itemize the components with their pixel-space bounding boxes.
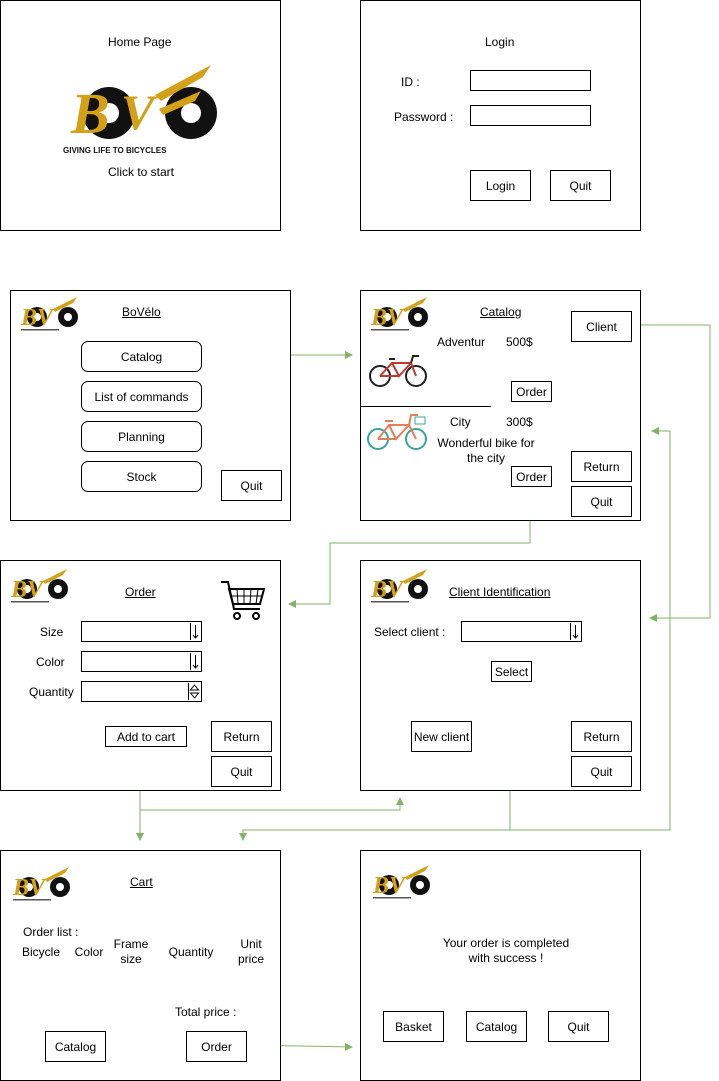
client-return-button[interactable]: Return bbox=[571, 721, 632, 752]
order-return-button[interactable]: Return bbox=[211, 721, 272, 752]
column-unit-price: Unit price bbox=[237, 937, 264, 966]
order-title: Order bbox=[125, 585, 156, 599]
stepper-arrows-icon bbox=[188, 683, 200, 700]
menu-catalog-button[interactable]: Catalog bbox=[81, 341, 202, 372]
cart-title: Cart bbox=[130, 875, 153, 889]
connector-order-to-orderpage bbox=[288, 487, 531, 608]
product-name-adventur: Adventur bbox=[437, 335, 486, 349]
bvelo-logo-small: BV bbox=[9, 567, 69, 605]
svg-text:V: V bbox=[121, 84, 158, 140]
column-quantity: Quantity bbox=[168, 945, 214, 959]
column-frame-size: Frame size bbox=[113, 937, 149, 966]
svg-text:BV: BV bbox=[372, 873, 407, 899]
bvelo-logo-small: BV bbox=[369, 567, 429, 605]
client-quit-button[interactable]: Quit bbox=[571, 756, 632, 787]
bvelo-logo-large: B V GIVING LIFE TO BICYCLES bbox=[63, 61, 223, 156]
login-button[interactable]: Login bbox=[470, 170, 531, 201]
product-description-city-2: the city bbox=[466, 451, 505, 465]
client-identification-panel: BV Client Identification Select client :… bbox=[360, 560, 641, 791]
color-select[interactable] bbox=[81, 651, 202, 672]
svg-text:BV: BV bbox=[10, 577, 45, 603]
menu-title: BoVélo bbox=[122, 305, 161, 319]
svg-text:BV: BV bbox=[370, 305, 405, 331]
login-title: Login bbox=[485, 35, 515, 49]
total-price-label: Total price : bbox=[175, 1005, 237, 1019]
catalog-return-button[interactable]: Return bbox=[571, 451, 632, 482]
column-color: Color bbox=[74, 945, 104, 959]
catalog-panel: BV Catalog Client Adventur 500$ Order Ci… bbox=[360, 290, 641, 521]
new-client-button[interactable]: New client bbox=[411, 721, 472, 752]
success-message-1: Your order is completed bbox=[442, 936, 570, 950]
red-mountain-bike-icon bbox=[367, 351, 429, 389]
column-bicycle: Bicycle bbox=[21, 945, 60, 959]
quantity-stepper[interactable] bbox=[81, 681, 202, 702]
order-panel: BV Order Size Color Quantity Add to cart… bbox=[0, 560, 281, 791]
product-price-city: 300$ bbox=[506, 415, 533, 429]
order-success-panel: BV Your order is completed with success … bbox=[360, 850, 641, 1081]
connector-client-to-identification bbox=[630, 324, 711, 622]
bvelo-logo-small: BV bbox=[11, 865, 71, 903]
menu-planning-button[interactable]: Planning bbox=[81, 421, 202, 452]
id-label: ID : bbox=[401, 75, 420, 89]
home-page-panel: Home Page B V GIVING LIFE TO BICYCLES Cl… bbox=[0, 0, 281, 231]
svg-text:BV: BV bbox=[20, 305, 55, 331]
client-title: Client Identification bbox=[449, 585, 551, 599]
product-price-adventur: 500$ bbox=[506, 335, 533, 349]
menu-panel: BV BoVélo Catalog List of commands Plann… bbox=[10, 290, 291, 521]
select-client-label: Select client : bbox=[374, 625, 446, 639]
chevron-down-icon bbox=[190, 653, 200, 670]
bvelo-logo-small: BV bbox=[369, 295, 429, 333]
svg-text:BV: BV bbox=[12, 875, 47, 901]
svg-text:BV: BV bbox=[370, 577, 405, 603]
size-label: Size bbox=[40, 625, 64, 639]
cart-panel: BV Cart Order list : Bicycle Color Frame… bbox=[0, 850, 281, 1081]
product-description-city-1: Wonderful bike for bbox=[437, 436, 535, 450]
add-to-cart-button[interactable]: Add to cart bbox=[105, 726, 187, 747]
svg-text:B: B bbox=[70, 81, 110, 146]
home-title: Home Page bbox=[108, 35, 172, 49]
color-label: Color bbox=[36, 655, 65, 669]
password-field[interactable] bbox=[470, 105, 591, 126]
login-panel: Login ID : Password : Login Quit bbox=[360, 0, 641, 231]
catalog-order-button-city[interactable]: Order bbox=[511, 466, 552, 487]
catalog-client-button[interactable]: Client bbox=[571, 311, 632, 342]
catalog-title: Catalog bbox=[480, 305, 522, 319]
logo-tagline: GIVING LIFE TO BICYCLES bbox=[63, 146, 167, 155]
connector-addcart-to-client bbox=[140, 797, 404, 811]
menu-stock-button[interactable]: Stock bbox=[81, 461, 202, 492]
connector-identification-to-catalog bbox=[510, 427, 671, 831]
menu-commands-button[interactable]: List of commands bbox=[81, 381, 202, 412]
success-basket-button[interactable]: Basket bbox=[383, 1011, 444, 1042]
login-quit-button[interactable]: Quit bbox=[550, 170, 611, 201]
id-field[interactable] bbox=[470, 70, 591, 91]
home-start-link[interactable]: Click to start bbox=[108, 165, 175, 179]
size-select[interactable] bbox=[81, 621, 202, 642]
menu-quit-button[interactable]: Quit bbox=[221, 470, 282, 501]
cart-order-button[interactable]: Order bbox=[186, 1031, 247, 1062]
quantity-label: Quantity bbox=[29, 685, 74, 699]
product-separator bbox=[361, 406, 491, 407]
catalog-order-button-adventur[interactable]: Order bbox=[511, 381, 552, 402]
order-list-label: Order list : bbox=[23, 925, 79, 939]
select-client-button[interactable]: Select bbox=[491, 661, 532, 682]
product-name-city: City bbox=[450, 415, 471, 429]
cart-catalog-button[interactable]: Catalog bbox=[45, 1031, 106, 1062]
client-select[interactable] bbox=[461, 621, 582, 642]
order-quit-button[interactable]: Quit bbox=[211, 756, 272, 787]
chevron-down-icon bbox=[190, 623, 200, 640]
success-message-2: with success ! bbox=[468, 951, 544, 965]
chevron-down-icon bbox=[570, 623, 580, 640]
success-catalog-button[interactable]: Catalog bbox=[466, 1011, 527, 1042]
city-bike-icon bbox=[365, 411, 429, 451]
bvelo-logo-small: BV bbox=[371, 863, 431, 901]
success-quit-button[interactable]: Quit bbox=[548, 1011, 609, 1042]
bvelo-logo-small: BV bbox=[19, 295, 79, 333]
catalog-quit-button[interactable]: Quit bbox=[571, 486, 632, 517]
password-label: Password : bbox=[394, 110, 454, 124]
shopping-cart-icon bbox=[220, 579, 266, 623]
